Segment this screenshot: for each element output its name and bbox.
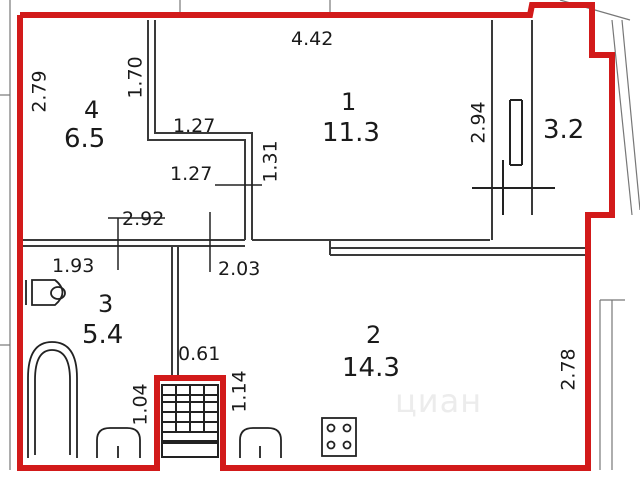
wall-room4-right	[147, 20, 246, 240]
room-area: 14.3	[342, 353, 400, 383]
room-area: 5.4	[82, 320, 124, 350]
dimension-label: 1.27	[173, 115, 216, 137]
dimension-label: 1.93	[52, 255, 95, 277]
dimension-label: 2.03	[218, 258, 261, 280]
dimension-label: 1.31	[259, 140, 282, 183]
dimension-label: 1.14	[228, 370, 251, 413]
building-context	[0, 0, 640, 470]
dimension-label: 2.92	[122, 208, 165, 230]
dimension-label: 2.94	[467, 101, 490, 144]
dimension-label: 1.70	[124, 56, 147, 99]
room-area: 6.5	[64, 124, 106, 154]
room-area: 11.3	[322, 118, 380, 148]
wall-room4-right-inner	[154, 20, 253, 240]
dimension-label: 1.27	[170, 163, 213, 185]
room-number: 3	[98, 290, 114, 318]
bathtub-icon	[27, 341, 78, 458]
toilet-icon	[25, 279, 66, 306]
sink-icon	[96, 427, 282, 458]
watermark: циан	[395, 382, 483, 420]
dimension-label: 1.04	[129, 383, 152, 426]
dimension-label: 4.42	[291, 28, 334, 50]
dimension-label: 0.61	[178, 343, 221, 365]
dimension-lines	[108, 184, 262, 272]
stove-icon	[321, 417, 357, 457]
apartment-outline	[17, 1, 615, 471]
interior-walls	[20, 20, 585, 375]
dimension-label: 2.79	[28, 70, 51, 113]
vent-shaft-icon	[161, 384, 219, 458]
room-number: 1	[341, 88, 357, 116]
room-number: 4	[84, 96, 100, 124]
room-number: 2	[366, 321, 382, 349]
dimension-label: 2.78	[557, 348, 580, 391]
room-area-balcony: 3.2	[543, 115, 585, 145]
balcony-symbol	[472, 99, 555, 215]
